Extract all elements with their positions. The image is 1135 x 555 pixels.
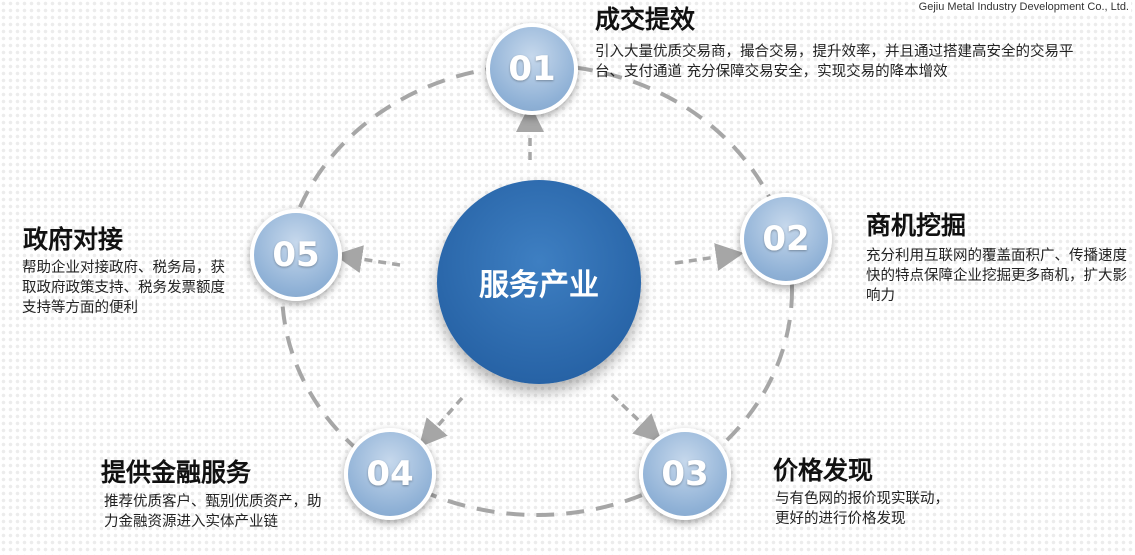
desc-01: 引入大量优质交易商，撮合交易，提升效率，并且通过搭建高安全的交易平台、支付通道 …: [595, 44, 1074, 80]
desc-03: 与有色网的报价现实联动，更好的进行价格发现: [775, 491, 949, 527]
arrow-05: [334, 245, 401, 273]
center-circle: 服务产业: [437, 180, 641, 384]
title-02: 商机挖掘: [866, 211, 967, 240]
desc-04: 推荐优质客户、甄别优质资产，助力金融资源进入实体产业链: [104, 494, 322, 530]
node-05: 05: [250, 209, 342, 301]
title-03: 价格发现: [773, 456, 874, 485]
node-01: 01: [486, 23, 578, 115]
title-04: 提供金融服务: [101, 458, 252, 487]
title-01: 成交提效: [595, 5, 696, 34]
company-name: Gejiu Metal Industry Development Co., Lt…: [916, 1, 1131, 14]
node-03: 03: [639, 428, 731, 520]
arrow-04: [418, 396, 464, 448]
node-04: 04: [344, 428, 436, 520]
arrow-03: [610, 393, 663, 443]
title-05: 政府对接: [23, 225, 124, 254]
desc-02: 充分利用互联网的覆盖面积广、传播速度快的特点保障企业挖掘更多商机，扩大影响力: [866, 248, 1127, 304]
arrow-02: [674, 243, 744, 271]
desc-05: 帮助企业对接政府、税务局，获取政府政策支持、税务发票额度支持等方面的便利: [22, 260, 225, 316]
node-02: 02: [740, 193, 832, 285]
